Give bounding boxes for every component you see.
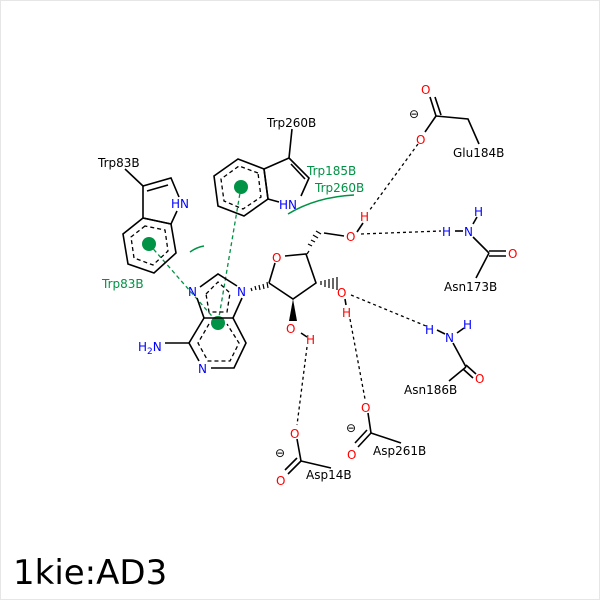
label-asp261b: Asp261B <box>373 444 426 458</box>
ring-centroid-ligand <box>211 316 225 330</box>
label-asn173b: Asn173B <box>444 280 497 294</box>
pi-label-trp83b: Trp83B <box>101 277 144 291</box>
structure-title: 1kie:AD3 <box>13 553 168 593</box>
atom-hn: HN <box>171 197 189 211</box>
charge-minus-icon: ⊖ <box>275 446 285 460</box>
atom-o: O <box>361 401 370 415</box>
atom-o: O <box>290 427 299 441</box>
atom-n1: N <box>198 362 207 376</box>
atom-o: O <box>421 83 430 97</box>
residue-trp260b: HN <box>213 128 310 217</box>
label-glu184b: Glu184B <box>453 146 504 160</box>
atom-o: O <box>508 247 517 261</box>
atom-h: H <box>463 318 472 332</box>
label-asp14b: Asp14B <box>306 468 352 482</box>
atom-o: O <box>475 372 484 386</box>
residue-trp83b: HN <box>122 168 189 274</box>
atom-n: N <box>445 331 454 345</box>
atom-o5: O <box>346 230 355 244</box>
ring-centroid-trp260b <box>234 180 248 194</box>
label-trp260b: Trp260B <box>266 116 316 130</box>
atom-o4: O <box>272 251 281 265</box>
residue-asn173b: H N H O Asn173B <box>442 205 517 294</box>
pi-line-trp83b <box>148 243 219 324</box>
charge-minus-icon: ⊖ <box>409 107 419 121</box>
atom-h: H <box>442 225 451 239</box>
pi-label-trp260b: Trp260B <box>314 181 364 195</box>
pi-arc-trp185b <box>287 194 355 215</box>
atom-o3: O <box>337 286 346 300</box>
ligand-base: N N N H2N <box>138 273 247 376</box>
atom-h-o3: H <box>342 306 351 320</box>
ring-centroid-trp83b <box>142 237 156 251</box>
pi-label-trp185b: Trp185B <box>306 164 356 178</box>
label-asn186b: Asn186B <box>404 383 457 397</box>
atom-n7: N <box>188 285 197 299</box>
hydrogen-bonds <box>296 143 442 426</box>
atom-h: H <box>425 323 434 337</box>
residue-glu184b: O O ⊖ Glu184B <box>409 83 504 160</box>
atom-o: O <box>276 474 285 488</box>
atom-n: N <box>464 225 473 239</box>
pi-line-trp260b <box>217 186 242 324</box>
charge-minus-icon: ⊖ <box>346 421 356 435</box>
atom-h-o2: H <box>306 333 315 347</box>
residue-asp14b: O O ⊖ Asp14B <box>275 427 352 488</box>
ligand-ribose: O O H O H O H <box>250 210 369 347</box>
label-trp83b: Trp83B <box>97 156 140 170</box>
atom-o: O <box>347 448 356 462</box>
pi-stacking-lines <box>142 180 355 330</box>
atom-hn: HN <box>279 198 297 212</box>
residue-asp261b: O O ⊖ Asp261B <box>346 401 426 462</box>
atom-h2n: H2N <box>138 340 162 357</box>
atom-n9: N <box>237 285 246 299</box>
atom-h-o5: H <box>360 210 369 224</box>
pi-arc-trp83b <box>189 245 205 253</box>
residue-asn186b: H N H O Asn186B <box>404 318 484 397</box>
atom-o2: O <box>286 322 295 336</box>
atom-o: O <box>416 133 425 147</box>
atom-h: H <box>474 205 483 219</box>
